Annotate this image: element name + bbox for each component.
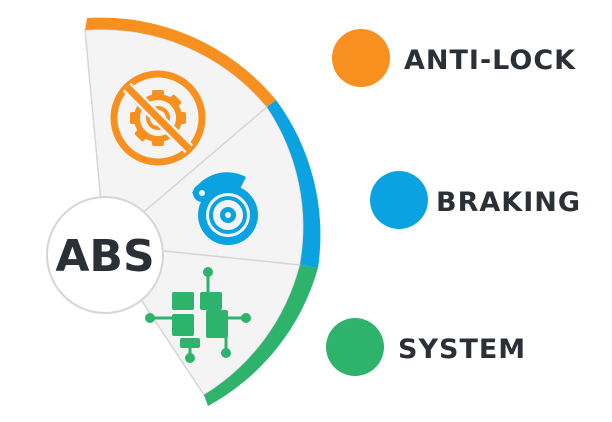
brake-disc-icon: [192, 172, 258, 245]
center-title: ABS: [55, 231, 154, 282]
center-hub: ABS: [46, 196, 164, 314]
circuit-icon: [145, 267, 251, 363]
legend-label-system: SYSTEM: [398, 334, 527, 365]
no-gear-icon: [110, 70, 206, 166]
sector-anti-lock: [84, 17, 276, 247]
legend-dot-green: [326, 318, 384, 376]
arc-orange: [85, 17, 276, 107]
arc-blue: [267, 100, 321, 268]
legend-dot-orange: [332, 29, 390, 87]
arc-green: [204, 265, 318, 406]
legend-label-braking: BRAKING: [436, 187, 581, 218]
legend-label-anti-lock: ANTI-LOCK: [404, 45, 577, 76]
legend-dot-blue: [370, 171, 428, 229]
